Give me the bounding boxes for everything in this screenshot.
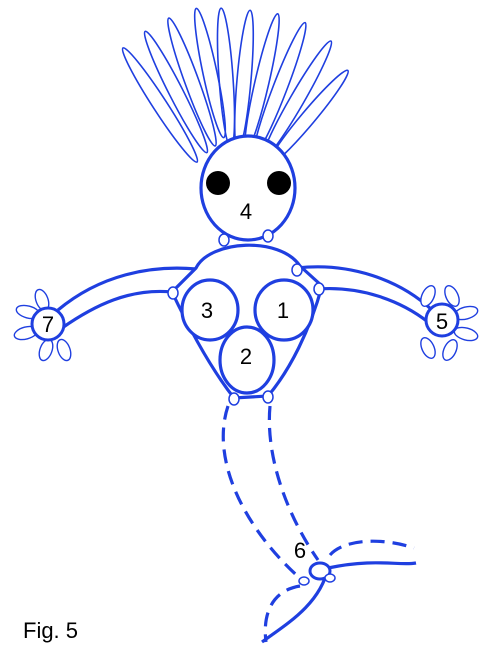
shoulder-joint-left bbox=[168, 287, 178, 299]
label-head: 4 bbox=[240, 199, 252, 224]
tail-joint-small-right bbox=[325, 574, 335, 582]
label-body-right: 1 bbox=[277, 298, 289, 323]
neck-joint-right bbox=[263, 230, 273, 242]
label-body-left: 3 bbox=[201, 298, 213, 323]
left-hand: 7 bbox=[13, 288, 74, 363]
tail-joint-small-left bbox=[299, 577, 309, 585]
label-left-hand: 7 bbox=[42, 312, 54, 337]
hair-frond bbox=[231, 10, 257, 151]
tail-fin bbox=[262, 541, 416, 642]
hair-frond bbox=[162, 16, 222, 149]
left-eye bbox=[206, 171, 230, 195]
hair-frond bbox=[239, 12, 284, 152]
right-hand: 5 bbox=[418, 283, 479, 362]
right-eye bbox=[267, 171, 291, 195]
label-body-bottom: 2 bbox=[240, 344, 252, 369]
hair-frond bbox=[139, 28, 213, 156]
shoulder-joint-right-upper bbox=[292, 264, 302, 276]
hip-joint-right bbox=[263, 391, 273, 403]
shoulder-joint-right bbox=[314, 283, 324, 295]
hip-joint-left bbox=[229, 393, 239, 405]
label-tail-joint: 6 bbox=[294, 538, 306, 563]
label-right-hand: 5 bbox=[436, 309, 448, 334]
figure-caption: Fig. 5 bbox=[23, 618, 78, 643]
neck-joint-left bbox=[219, 234, 229, 246]
